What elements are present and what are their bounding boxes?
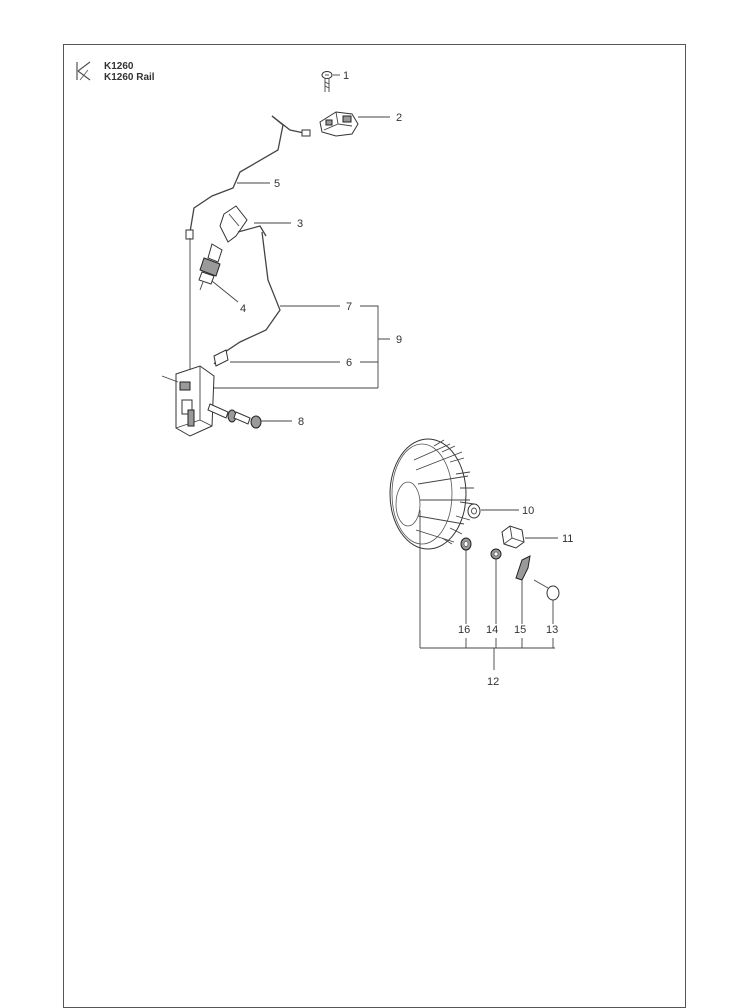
part-10-washer xyxy=(467,503,481,519)
part-13-spring xyxy=(460,537,472,551)
callout-5: 5 xyxy=(274,178,280,190)
part-2-stop-switch xyxy=(319,111,359,137)
part-8-module-screws xyxy=(207,403,262,429)
part-15-pawl xyxy=(515,555,531,581)
part-5-cable xyxy=(185,115,311,240)
callout-3: 3 xyxy=(297,218,303,230)
part-14-washer xyxy=(490,548,502,560)
callout-15: 15 xyxy=(514,624,526,636)
part-4-spark-plug xyxy=(198,243,223,291)
part-6-lead-sleeve xyxy=(213,349,229,367)
part-1-screw xyxy=(321,71,333,92)
part-7-ignition-lead xyxy=(213,231,281,365)
model-name-secondary: K1260 Rail xyxy=(104,72,155,83)
part-13-bolt xyxy=(533,579,560,601)
callout-7: 7 xyxy=(346,301,352,313)
part-16-flywheel xyxy=(389,438,475,550)
part-3-spark-plug-cap xyxy=(219,205,267,243)
callout-13: 13 xyxy=(546,624,558,636)
callout-10: 10 xyxy=(522,505,534,517)
callout-11: 11 xyxy=(562,533,573,545)
callout-8: 8 xyxy=(298,416,304,428)
callout-12: 12 xyxy=(487,676,499,688)
part-11-nut xyxy=(501,525,525,549)
callout-1: 1 xyxy=(343,70,349,82)
part-9-ignition-module xyxy=(161,365,215,437)
callout-2: 2 xyxy=(396,112,402,124)
section-logo xyxy=(76,61,91,81)
callout-9: 9 xyxy=(396,334,402,346)
callout-6: 6 xyxy=(346,357,352,369)
callout-4: 4 xyxy=(240,303,246,315)
page-frame xyxy=(63,44,686,1008)
callout-14: 14 xyxy=(486,624,498,636)
callout-16: 16 xyxy=(458,624,470,636)
model-name-primary: K1260 xyxy=(104,61,134,72)
